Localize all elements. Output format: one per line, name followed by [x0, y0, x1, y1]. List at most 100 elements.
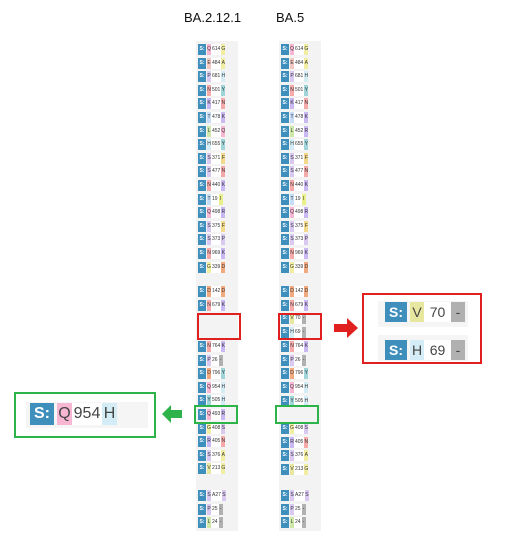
residue-position: A27: [211, 490, 222, 501]
residue-position: 505: [294, 395, 305, 407]
mutant-residue: -: [218, 503, 223, 515]
mutant-residue: D: [304, 286, 309, 297]
residue-position: 70: [294, 313, 302, 325]
residue-position: 477: [211, 166, 222, 178]
wildtype-residue: S: [207, 449, 211, 461]
wildtype-residue: T: [207, 193, 211, 205]
chip-prefix: S:: [198, 84, 206, 96]
wildtype-residue: V: [410, 302, 424, 322]
chip-prefix: S:: [198, 139, 206, 151]
residue-position: 19: [211, 193, 219, 205]
residue-position: 142: [211, 286, 222, 297]
mutant-residue: R: [304, 207, 309, 219]
wildtype-residue: D: [207, 286, 211, 297]
mutant-residue: K: [221, 299, 226, 311]
wildtype-residue: V: [290, 313, 294, 325]
wildtype-residue: N: [290, 341, 294, 352]
column-title-left: BA.2.12.1: [184, 10, 242, 25]
mutant-residue: I: [218, 193, 223, 205]
mutant-residue: N: [304, 166, 309, 178]
wildtype-residue: P: [290, 354, 294, 366]
wildtype-residue: N: [207, 341, 211, 352]
mutant-residue: H: [221, 395, 226, 407]
wildtype-residue: S: [290, 234, 294, 246]
residue-position: A27: [294, 490, 305, 501]
wildtype-residue: V: [207, 463, 211, 475]
residue-position: 376: [294, 450, 305, 462]
residue-position: 498: [294, 207, 305, 219]
wildtype-residue: L: [290, 125, 294, 137]
mutant-residue: P: [304, 234, 309, 246]
residue-position: 376: [211, 449, 222, 461]
residue-position: 26: [294, 354, 302, 366]
chip-prefix: S:: [198, 234, 206, 246]
chip-prefix: S:: [198, 409, 206, 420]
wildtype-residue: L: [290, 517, 294, 529]
chip-prefix: S:: [198, 261, 206, 273]
chip-prefix: S:: [198, 490, 206, 501]
residue-position: 484: [211, 57, 222, 69]
wildtype-residue: Q: [207, 381, 211, 393]
residue-position: 614: [294, 44, 305, 55]
mutant-residue: -: [301, 326, 306, 338]
wildtype-residue: S: [207, 152, 211, 164]
wildtype-residue: N: [207, 180, 211, 191]
chip-prefix: S:: [281, 261, 289, 273]
deletion-highlight-right: [278, 313, 322, 340]
wildtype-residue: S: [207, 220, 211, 232]
wildtype-residue: Y: [207, 395, 211, 407]
chip-prefix: S:: [198, 286, 206, 297]
residue-position: 954: [211, 381, 222, 393]
mutant-residue: H: [304, 382, 309, 393]
residue-position: 69: [294, 326, 302, 338]
mutant-residue: S: [221, 490, 226, 501]
residue-position: 26: [211, 354, 219, 366]
green-arrow-icon: [162, 405, 182, 423]
wildtype-residue: Q: [290, 207, 294, 219]
wildtype-residue: N: [207, 84, 211, 96]
mutant-residue: H: [221, 71, 226, 83]
chip-prefix: S:: [198, 449, 206, 461]
residue-position: 452: [294, 125, 305, 137]
wildtype-residue: S: [207, 490, 211, 501]
wildtype-residue: N: [207, 248, 211, 259]
wildtype-residue: T: [207, 112, 211, 123]
chip-prefix: S:: [281, 341, 289, 352]
chip-prefix: S:: [281, 71, 289, 83]
chip-prefix: S:: [281, 234, 289, 246]
chip-prefix: S:: [281, 152, 289, 164]
wildtype-residue: Q: [207, 44, 211, 55]
chip-prefix: S:: [281, 382, 289, 393]
wildtype-residue: Q: [207, 409, 211, 420]
missing-deletion-highlight-left: [197, 313, 241, 340]
wildtype-residue: D: [290, 286, 294, 297]
residue-position: 501: [294, 84, 305, 96]
chip-prefix: S:: [198, 180, 206, 191]
residue-position: 375: [211, 220, 222, 232]
mutant-residue: G: [304, 463, 309, 475]
